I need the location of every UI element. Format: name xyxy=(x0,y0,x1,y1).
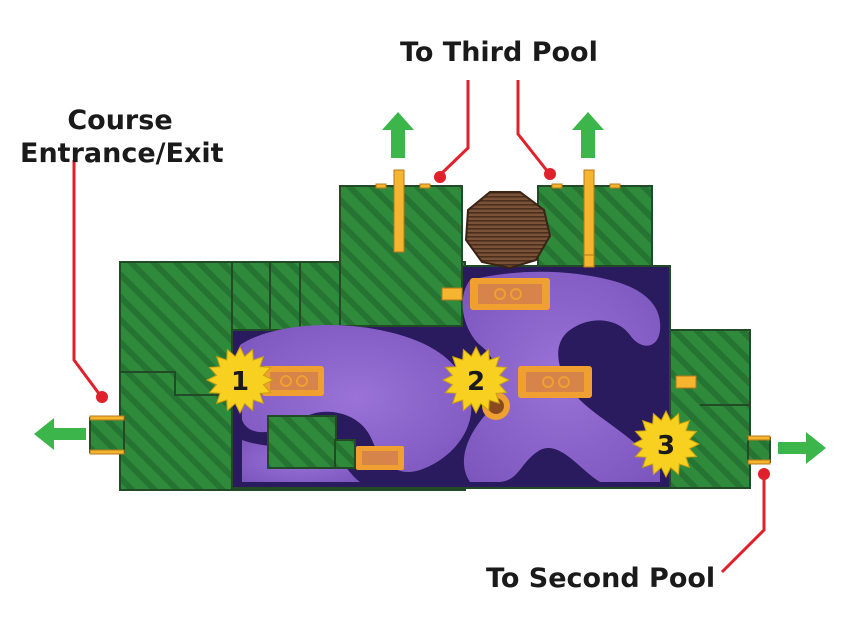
marker-2: 2 xyxy=(441,345,511,415)
rails xyxy=(89,169,771,465)
marker-1: 1 xyxy=(205,345,275,415)
exit-arrows xyxy=(34,112,826,464)
markers: 1 2 3 xyxy=(205,345,701,479)
dot-icon xyxy=(758,468,770,480)
starburst-icon xyxy=(631,409,701,479)
arrow-icon xyxy=(572,112,604,158)
starburst-icon xyxy=(205,345,275,415)
label-course-entrance-line1: Course xyxy=(67,105,173,136)
marker-number: 3 xyxy=(657,431,675,461)
platform-4 xyxy=(356,446,404,470)
starburst-icon xyxy=(441,345,511,415)
leader-lines xyxy=(72,80,766,574)
arrow-icon xyxy=(382,112,414,158)
label-course-entrance: Course Entrance/Exit xyxy=(20,104,224,170)
marker-3: 3 xyxy=(631,409,701,479)
platform-3 xyxy=(518,366,592,398)
ground-islands xyxy=(267,415,356,469)
arrow-icon xyxy=(34,418,86,450)
dot-icon xyxy=(96,391,108,403)
dot-icon xyxy=(434,171,446,183)
platform-1 xyxy=(470,278,550,310)
platform-2 xyxy=(262,366,324,396)
boulder-icon xyxy=(464,191,552,270)
leader-dots xyxy=(96,168,770,480)
marker-number: 1 xyxy=(231,367,249,397)
label-course-entrance-line2: Entrance/Exit xyxy=(20,138,224,169)
marker-number: 2 xyxy=(467,367,485,397)
arrow-icon xyxy=(778,432,826,464)
label-to-third-pool: To Third Pool xyxy=(400,37,598,68)
platforms xyxy=(262,278,592,470)
dot-icon xyxy=(544,168,556,180)
label-to-second-pool: To Second Pool xyxy=(486,563,716,594)
